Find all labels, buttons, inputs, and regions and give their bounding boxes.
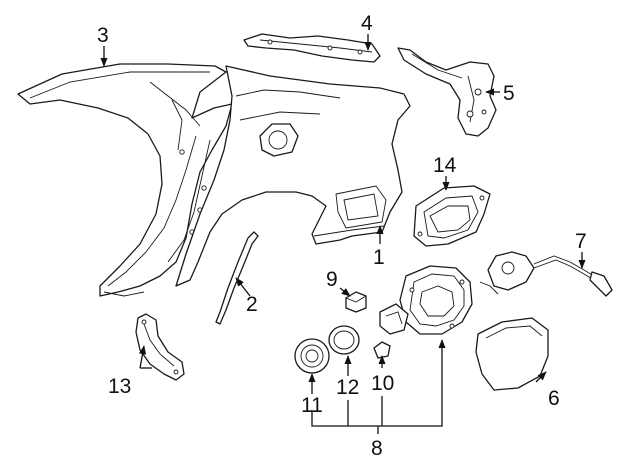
leader-lines [100, 34, 586, 434]
callout-9: 9 [326, 268, 338, 291]
leader-2 [235, 277, 251, 297]
part-9-grommet [345, 291, 367, 313]
leader-6 [535, 371, 547, 383]
callout-6: 6 [548, 387, 560, 410]
part-10-clip [373, 341, 391, 359]
callout-14: 14 [433, 154, 457, 177]
callout-10: 10 [371, 372, 394, 395]
part-3-inner-quarter-panel [17, 63, 233, 297]
leader-13 [138, 345, 147, 369]
callout-7: 7 [575, 230, 587, 253]
part-8-fuel-door-assembly [379, 265, 473, 335]
leader-9 [339, 287, 351, 297]
part-7-release-actuator [479, 251, 613, 297]
part-4-upper-bracket [243, 33, 381, 63]
part-14-filler-housing [413, 185, 491, 247]
part-11-ring [294, 338, 330, 374]
callout-12: 12 [336, 376, 359, 399]
callout-5: 5 [503, 82, 515, 105]
callout-labels: 3 4 5 14 1 2 7 6 9 13 10 11 12 8 [97, 12, 587, 460]
leader-8-bracket [311, 339, 446, 427]
callout-8: 8 [371, 437, 383, 460]
callout-13: 13 [108, 375, 131, 398]
part-12-seal [328, 325, 360, 355]
callout-2: 2 [246, 293, 258, 316]
callout-4: 4 [361, 12, 373, 35]
part-1-quarter-panel [175, 65, 411, 287]
callout-1: 1 [373, 246, 385, 269]
callout-11: 11 [301, 394, 323, 417]
part-6-fuel-door-lid [475, 317, 549, 391]
part-5-rear-bracket [397, 47, 497, 137]
callout-3: 3 [97, 24, 109, 47]
